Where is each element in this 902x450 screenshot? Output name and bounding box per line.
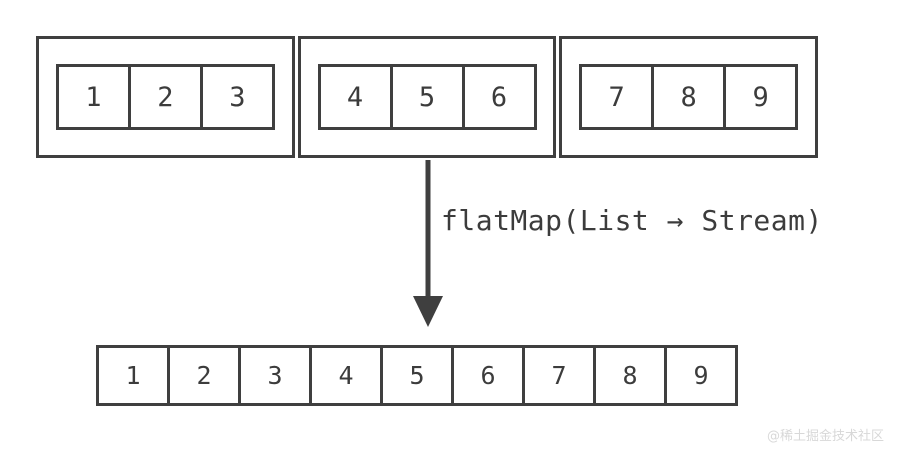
list-group-3: 7 8 9	[559, 36, 819, 158]
result-cell: 7	[522, 345, 596, 406]
list-cell: 3	[199, 64, 275, 130]
list-cell: 1	[55, 64, 131, 130]
list-group-2: 4 5 6	[297, 36, 557, 158]
watermark: @稀土掘金技术社区	[766, 429, 884, 444]
list-cell: 8	[651, 64, 727, 130]
list-group-1-cells: 1 2 3	[55, 64, 275, 130]
list-group-3-cells: 7 8 9	[579, 64, 799, 130]
result-cell: 8	[593, 345, 667, 406]
source-stream-row: 1 2 3 4 5 6 7 8 9	[36, 36, 819, 158]
result-cell: 1	[96, 345, 170, 406]
list-cell: 7	[579, 64, 655, 130]
list-cell: 2	[127, 64, 203, 130]
list-group-1: 1 2 3	[36, 36, 295, 158]
result-cell: 5	[380, 345, 454, 406]
list-group-2-cells: 4 5 6	[317, 64, 537, 130]
result-cell: 6	[451, 345, 525, 406]
result-cell: 3	[238, 345, 312, 406]
list-cell: 9	[723, 64, 799, 130]
result-cell: 9	[664, 345, 738, 406]
list-cell: 4	[317, 64, 393, 130]
result-cell: 2	[167, 345, 241, 406]
result-stream-row: 1 2 3 4 5 6 7 8 9	[96, 345, 738, 406]
down-arrow-icon	[413, 160, 443, 327]
list-cell: 6	[461, 64, 537, 130]
result-cell: 4	[309, 345, 383, 406]
list-cell: 5	[389, 64, 465, 130]
operation-label: flatMap(List → Stream)	[441, 204, 823, 237]
